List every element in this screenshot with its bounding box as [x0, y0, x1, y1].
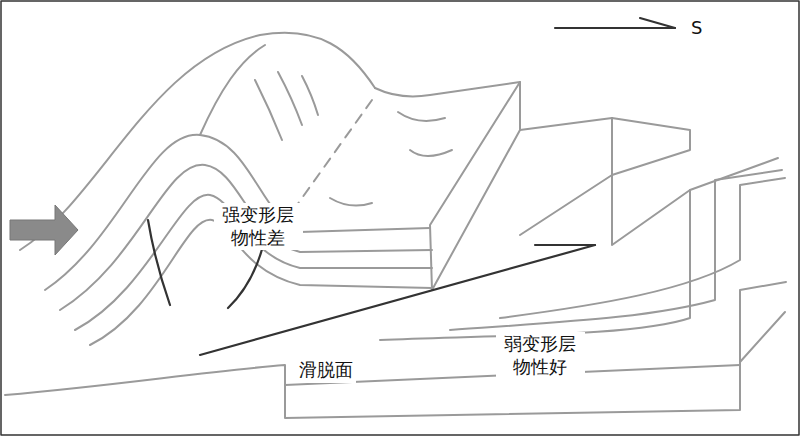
direction-label: S: [688, 16, 705, 41]
layer-label: 强变形层 物性差: [214, 203, 303, 250]
layer-label: 弱变形层 物性好: [496, 332, 585, 379]
surface-label: 滑脱面: [296, 358, 356, 383]
